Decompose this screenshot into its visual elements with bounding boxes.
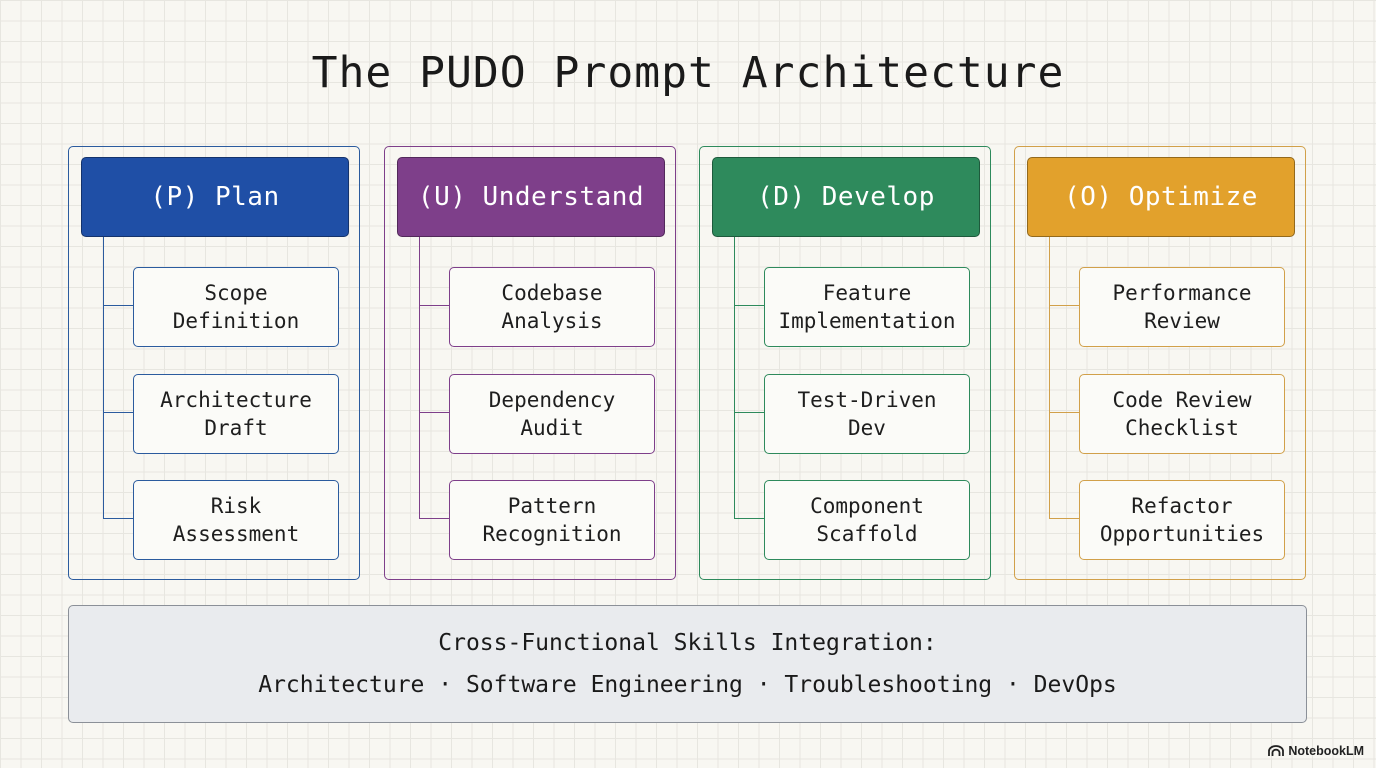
column-understand: (U) Understand Codebase Analysis Depende… — [384, 146, 676, 580]
connector-branch — [1049, 412, 1079, 413]
connector-spine — [103, 237, 104, 519]
item-risk-assessment: Risk Assessment — [133, 480, 339, 560]
notebooklm-logo-icon — [1268, 745, 1285, 756]
integration-skills: Architecture · Software Engineering · Tr… — [258, 672, 1117, 698]
item-pattern-recognition: Pattern Recognition — [449, 480, 655, 560]
item-feature-implementation: Feature Implementation — [764, 267, 970, 347]
connector-branch — [103, 412, 133, 413]
item-scope-definition: Scope Definition — [133, 267, 339, 347]
connector-branch — [1049, 305, 1079, 306]
column-optimize: (O) Optimize Performance Review Code Rev… — [1014, 146, 1306, 580]
connector-spine — [419, 237, 420, 519]
connector-branch — [103, 305, 133, 306]
header-plan: (P) Plan — [81, 157, 349, 237]
item-test-driven-dev: Test-Driven Dev — [764, 374, 970, 454]
notebooklm-watermark: NotebookLM — [1268, 744, 1364, 758]
integration-title: Cross-Functional Skills Integration: — [438, 630, 937, 656]
brand-label: NotebookLM — [1288, 744, 1364, 758]
connector-spine — [734, 237, 735, 519]
connector-spine — [1049, 237, 1050, 519]
connector-branch — [734, 518, 764, 519]
column-develop: (D) Develop Feature Implementation Test-… — [699, 146, 991, 580]
connector-branch — [734, 305, 764, 306]
page-title: The PUDO Prompt Architecture — [311, 48, 1065, 98]
column-plan: (P) Plan Scope Definition Architecture D… — [68, 146, 360, 580]
item-performance-review: Performance Review — [1079, 267, 1285, 347]
connector-branch — [419, 305, 449, 306]
item-architecture-draft: Architecture Draft — [133, 374, 339, 454]
item-code-review-checklist: Code Review Checklist — [1079, 374, 1285, 454]
connector-branch — [103, 518, 133, 519]
integration-panel: Cross-Functional Skills Integration: Arc… — [68, 605, 1307, 723]
connector-branch — [734, 412, 764, 413]
item-codebase-analysis: Codebase Analysis — [449, 267, 655, 347]
header-develop: (D) Develop — [712, 157, 980, 237]
connector-branch — [419, 518, 449, 519]
connector-branch — [1049, 518, 1079, 519]
header-understand: (U) Understand — [397, 157, 665, 237]
item-refactor-opportunities: Refactor Opportunities — [1079, 480, 1285, 560]
item-component-scaffold: Component Scaffold — [764, 480, 970, 560]
item-dependency-audit: Dependency Audit — [449, 374, 655, 454]
header-optimize: (O) Optimize — [1027, 157, 1295, 237]
connector-branch — [419, 412, 449, 413]
